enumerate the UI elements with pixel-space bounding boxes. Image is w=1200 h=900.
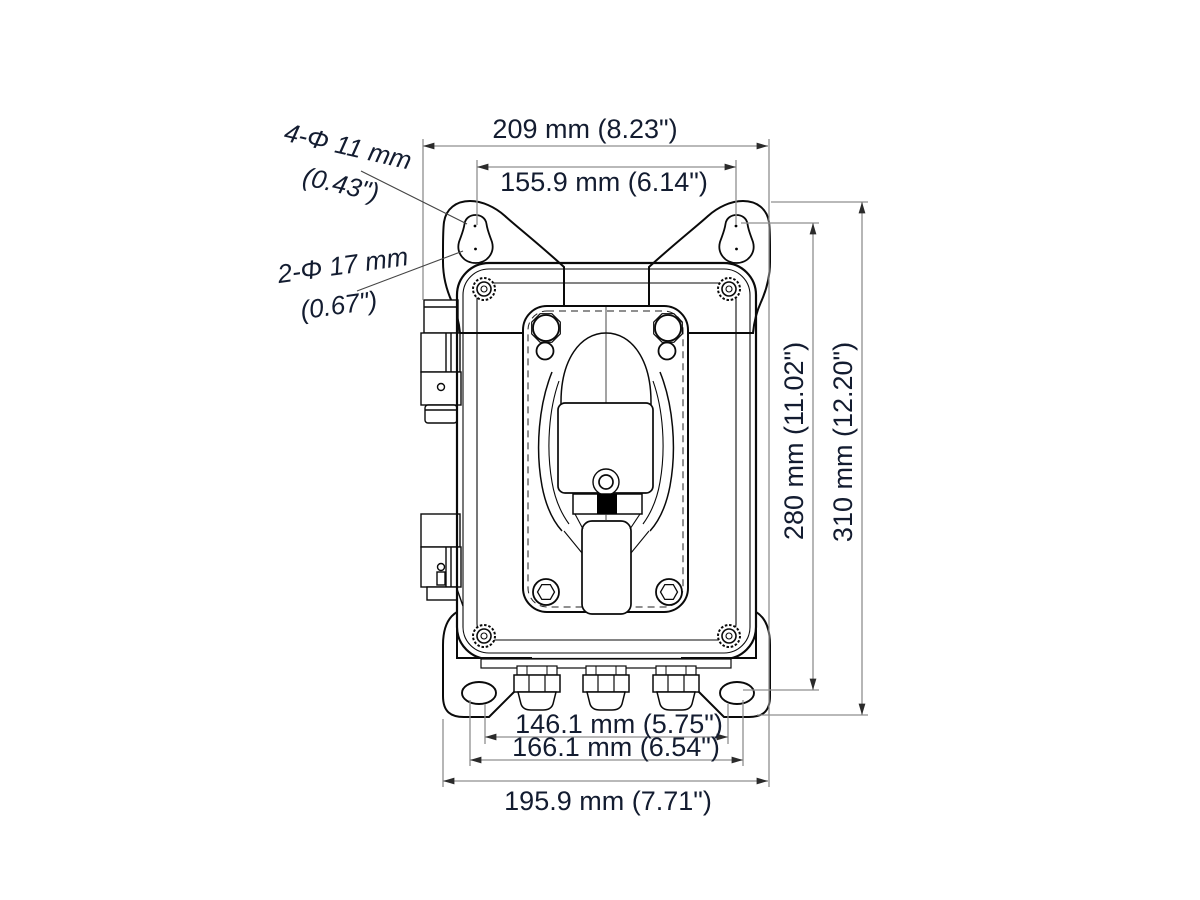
- clip-upper-mid: [420, 332, 461, 373]
- bracket-wing-right: [649, 371, 675, 532]
- center-mark: [734, 224, 738, 228]
- cable-gland: [652, 665, 700, 711]
- bottom-flange-left: [442, 610, 532, 718]
- flange-slot-left: [461, 681, 497, 705]
- flange-slot-right: [719, 681, 755, 705]
- enclosure-face: [476, 282, 737, 641]
- corner-screw: [717, 277, 741, 301]
- rib-line: [563, 530, 583, 554]
- keyhole-slot-left: [457, 214, 494, 264]
- rib-line: [629, 513, 641, 530]
- corner-screws: [472, 277, 741, 648]
- clip-screw-hole: [436, 382, 446, 392]
- corner-screw: [472, 277, 496, 301]
- dim-label-bottom-inner: 146.1 mm (5.75"): [515, 709, 723, 739]
- plate-screw-right: [655, 578, 683, 606]
- enclosure-inner-rim: [462, 268, 751, 654]
- clip-upper-tab: [424, 404, 458, 424]
- corner-screw: [717, 624, 741, 648]
- bracket-wing-right-inner: [642, 380, 664, 525]
- dim-label-top-outer: 209 mm (8.23"): [492, 114, 677, 144]
- bracket-pivot-hole: [598, 474, 614, 490]
- plate-screw-hex-right: [659, 583, 679, 601]
- plate-screw-left: [532, 578, 560, 606]
- clip-screw-hole: [436, 562, 446, 572]
- dim-label-bottom-mid: 166.1 mm (6.54"): [512, 732, 720, 762]
- bracket-dome: [560, 332, 652, 452]
- bracket-stem: [581, 520, 632, 615]
- keyhole-slot-right: [718, 214, 755, 264]
- bracket-bar-block: [597, 494, 617, 514]
- clip-upper-top: [423, 299, 459, 334]
- rib-line: [630, 530, 650, 554]
- bracket-pivot-housing: [592, 468, 620, 496]
- note-large-holes-line2: (0.67"): [298, 285, 379, 325]
- dimension-labels: 209 mm (8.23") 155.9 mm (6.14") 280 mm (…: [275, 114, 858, 816]
- side-clips: [420, 299, 464, 607]
- plate-keyhole-right-bottom: [657, 341, 677, 361]
- center-mark: [473, 224, 477, 228]
- dim-label-right-outer: 310 mm (12.20"): [828, 342, 858, 542]
- clip-lower-tab: [426, 586, 458, 601]
- leader-line-small-holes: [360, 170, 468, 225]
- plate-keyhole-right-top: [654, 314, 682, 342]
- dimension-lines: [356, 139, 868, 787]
- plate-keyhole-left-top: [532, 314, 560, 342]
- corner-screw: [472, 624, 496, 648]
- note-small-holes-line1: 4-Φ 11 mm: [281, 117, 414, 175]
- plate-screw-hex-left: [536, 583, 556, 601]
- central-bracket: [537, 307, 675, 615]
- center-mark: [735, 247, 738, 251]
- leader-line-large-holes: [356, 250, 464, 292]
- bracket-wing-left-inner: [548, 380, 570, 525]
- clip-lower-top: [420, 513, 461, 548]
- dim-label-right-inner: 280 mm (11.02"): [779, 342, 809, 540]
- bracket-wing-left: [537, 371, 563, 532]
- rib-line: [574, 513, 584, 530]
- cable-gland: [513, 665, 561, 711]
- note-large-holes-line1: 2-Φ 17 mm: [275, 241, 410, 289]
- plate-nut-left: [531, 313, 561, 343]
- clip-latch: [436, 571, 446, 586]
- plate-nut-right: [653, 313, 683, 343]
- note-small-holes-line2: (0.43"): [300, 161, 382, 208]
- dim-label-bottom-outer: 195.9 mm (7.71"): [504, 786, 712, 816]
- dim-label-top-inner: 155.9 mm (6.14"): [500, 167, 708, 197]
- cable-gland: [582, 665, 630, 711]
- plate-keyhole-left-bottom: [535, 341, 555, 361]
- cable-gland-assembly: [480, 658, 732, 711]
- center-mark: [474, 247, 477, 251]
